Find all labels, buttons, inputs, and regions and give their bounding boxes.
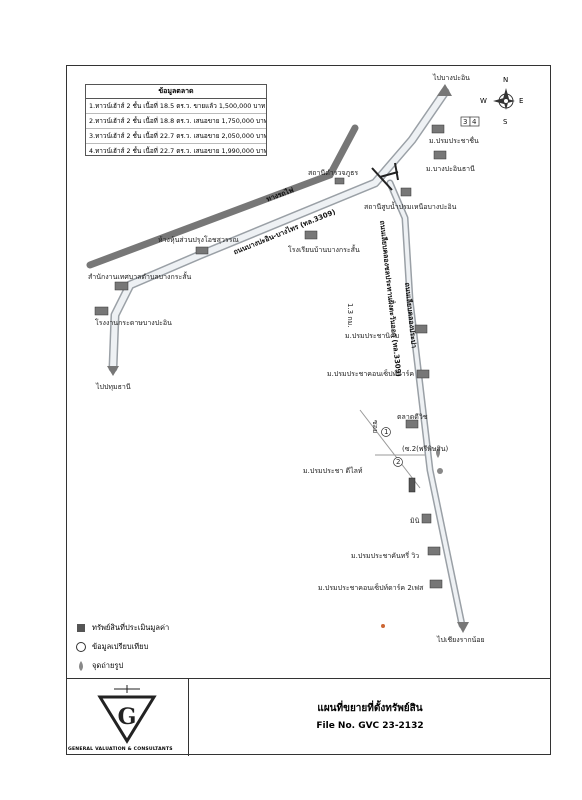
label-prompt-pracha-kanjana: ม.ปรมประชาคันทรี่ วิว	[351, 552, 420, 560]
legend-subject-row: ทรัพย์สินที่ประเมินมูลค่า	[74, 622, 169, 633]
compass-e: E	[519, 97, 524, 105]
label-bang-pa-in-center: สถานีสูบน้ำปรมเหนือบางปะอิน	[364, 203, 457, 211]
market-data-row: 2.ทาวน์เฮ้าส์ 2 ชั้น เนื้อที่ 18.8 ตร.ว.…	[86, 114, 266, 129]
vertical-road-fill	[388, 181, 464, 627]
map-frame	[66, 65, 551, 755]
building-icon-center	[400, 187, 412, 197]
legend-compare-label: ข้อมูลเปรียบเทียบ	[92, 641, 149, 651]
label-district-office: สำนักงานเทศบาลตำบลบางกระสั้น	[88, 273, 192, 281]
footer-file-number: File No. GVC 23-2132	[316, 721, 424, 731]
label-police-station: สถานีตำรวจภูธร	[308, 169, 359, 177]
marker-4: 4	[472, 118, 477, 126]
building-icon-office	[114, 281, 129, 291]
photo-point-2	[437, 468, 443, 474]
photo-drop-icon	[74, 660, 88, 672]
label-soi-8-2: (ซ.2(พรีพิษสิน)	[402, 445, 449, 453]
junction-line-1	[371, 167, 393, 191]
building-icon-dept	[195, 246, 209, 255]
market-data-title: ข้อมูลตลาด	[86, 85, 266, 99]
marker-3: 3	[463, 118, 468, 126]
arrow-to-pathum-thani	[107, 366, 119, 376]
company-logo: G GENERAL VALUATION & CONSULTANTS	[66, 679, 189, 756]
photo-point-1	[436, 448, 440, 458]
legend-subject-label: ทรัพย์สินที่ประเมินมูลค่า	[92, 622, 170, 632]
legend-photo-row: จุดถ่ายรูป	[74, 660, 169, 671]
building-icon-school	[304, 230, 318, 240]
subject-property-marker	[408, 477, 416, 493]
compass-n: N	[503, 76, 509, 84]
footer-title: แผนที่ขยายที่ตั้งทรัพย์สิน	[317, 703, 423, 714]
soi-line	[359, 409, 421, 489]
building-icon-bang-pa-in	[431, 124, 445, 134]
label-prompt-pracha-chuen: ม.ปรมประชาชื่น	[429, 137, 479, 145]
arrow-to-chiang-rak-noi	[457, 622, 469, 633]
building-icon-pracha-chuen	[433, 150, 447, 160]
market-data-row: 4.ทาวน์เฮ้าส์ 2 ชั้น เนื้อที่ 22.7 ตร.ว.…	[89, 147, 266, 155]
label-bang-pa-in-thani: ม.บางปะอินธานี	[426, 165, 475, 173]
building-icon-concept2	[429, 579, 443, 589]
marker-1: 1	[384, 428, 389, 436]
junction-line-3	[379, 171, 399, 178]
building-icon-mini	[421, 513, 432, 524]
label-prompt-pracha-delight: ม.ปรมประชา ดีไลท์	[303, 467, 363, 475]
marker-4-box	[469, 116, 480, 127]
compass-rose-icon	[493, 88, 515, 110]
label-to-pathum-thani: ไปปทุมธานี	[96, 383, 131, 391]
gvc-logo-icon: G	[97, 685, 157, 744]
label-prompt-pracha-concept-2: ม.ปรมประชาคอนเซ็ปท์ดาร์ค 2เฟส	[318, 584, 424, 592]
photo-point-3	[381, 624, 385, 628]
legend-photo-label: จุดถ่ายรูป	[92, 660, 124, 670]
label-prompt-pracha-nikhom: ม.ปรมประชานิคม	[345, 332, 400, 340]
label-mini-mart: มินิ	[410, 517, 420, 525]
building-icon-factory	[94, 306, 109, 316]
label-school: โรงเรียนบ้านบางกระสั้น	[288, 246, 360, 254]
legend: ทรัพย์สินที่ประเมินมูลค่า ข้อมูลเปรียบเท…	[74, 622, 169, 679]
market-data-box: ข้อมูลตลาด 1.ทาวน์เฮ้าส์ 2 ชั้น เนื้อที่…	[85, 84, 267, 156]
label-talad-vichai: ตลาดดีวิช	[397, 413, 428, 421]
building-icon-sunset	[416, 369, 430, 379]
market-data-row: 1.ทาวน์เฮ้าส์ 2 ชั้น เนื้อที่ 18.5 ตร.ว.…	[86, 99, 266, 114]
label-prompt-pracha-sunset: ม.ปรมประชาคอนเซ็ปท์ดาร์ค	[327, 370, 415, 378]
legend-compare-row: ข้อมูลเปรียบเทียบ	[74, 641, 169, 652]
marker-1-circle	[381, 427, 391, 437]
compass-s: S	[503, 118, 508, 126]
label-sugar-factory: โรงงานกระดาษบางปะอิน	[95, 319, 172, 327]
compare-circle-icon	[74, 641, 88, 652]
company-name: GENERAL VALUATION & CONSULTANTS	[68, 747, 173, 752]
label-dept-store: ห้างหุ้นส่วนปรุงโอชสุวรรณ	[158, 236, 239, 244]
footer: G GENERAL VALUATION & CONSULTANTS แผนที่…	[66, 678, 551, 756]
building-icon-nikhom	[414, 324, 428, 334]
label-soi: ซอย	[371, 420, 379, 434]
building-icon-kanjana	[427, 546, 441, 556]
building-icon-police	[334, 177, 345, 185]
label-to-chiang-rak-noi: ไปเชียงรากน้อย	[437, 636, 485, 644]
subject-square-icon	[74, 623, 88, 632]
main-road-fill	[110, 89, 448, 371]
arrow-to-bang-pa-in	[437, 84, 452, 96]
compass-w: W	[480, 97, 487, 105]
marker-2-circle	[393, 457, 403, 467]
label-distance: 1.3 กม.	[346, 303, 354, 328]
market-data-row: 3.ทาวน์เฮ้าส์ 2 ชั้น เนื้อที่ 22.7 ตร.ว.…	[86, 129, 266, 144]
label-to-bang-pa-in: ไปบางปะอิน	[433, 74, 470, 82]
svg-text:G: G	[118, 704, 137, 730]
building-icon-vichai	[405, 419, 419, 429]
rail-road	[86, 124, 359, 269]
marker-2: 2	[396, 458, 401, 466]
